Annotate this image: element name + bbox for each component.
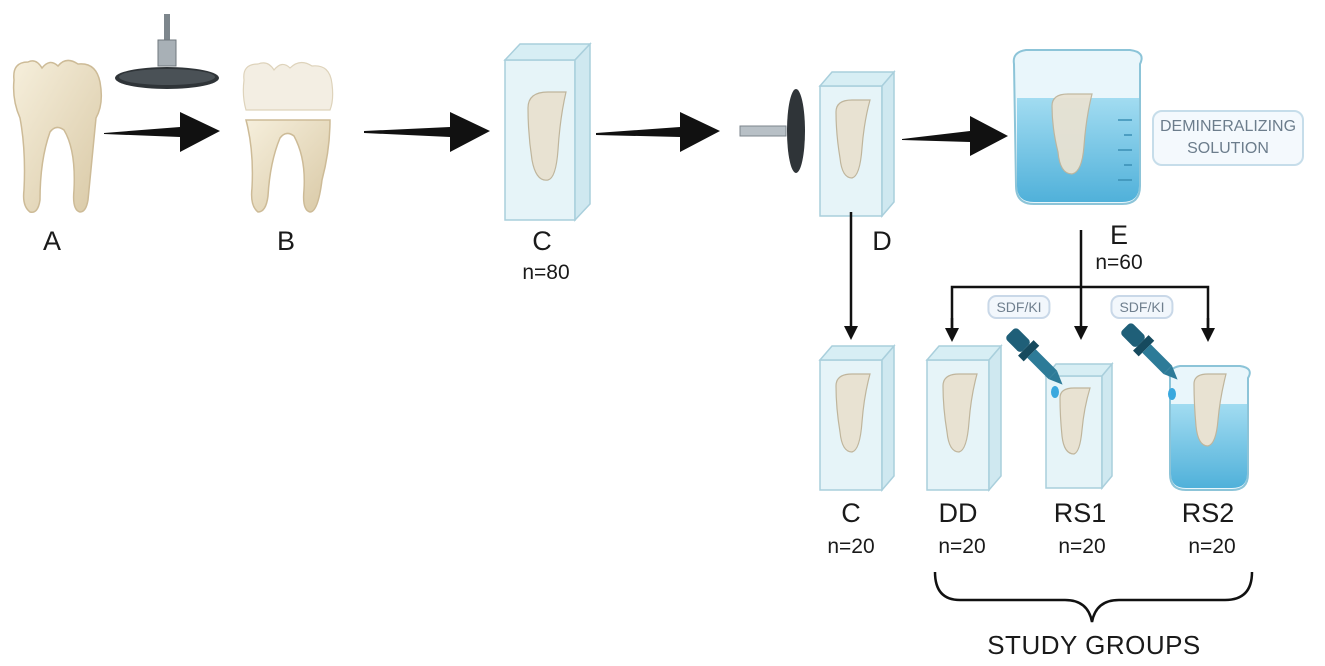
side-disc-icon <box>739 89 805 173</box>
dropper-icon-rs2 <box>1121 323 1178 400</box>
reagent-tag-rs2: SDF/KI <box>1110 295 1174 319</box>
beaker-icon <box>1012 49 1143 205</box>
cutting-disc-icon <box>115 14 219 89</box>
group-count-rs2: n=20 <box>1188 535 1236 558</box>
group-count-dd: n=20 <box>938 535 986 558</box>
resin-block-c <box>503 42 592 222</box>
branch-lines <box>844 212 1215 342</box>
step-label-d: D <box>872 226 892 256</box>
group-label-c: C <box>841 498 861 528</box>
demineralizing-solution-label: DEMINERALIZING SOLUTION <box>1152 110 1304 166</box>
resin-block-group-dd <box>925 343 1003 493</box>
step-label-b: B <box>276 226 296 256</box>
study-groups-brace <box>933 571 1254 623</box>
step-label-e: E <box>1109 220 1129 250</box>
solution-line-2: SOLUTION <box>1187 140 1269 157</box>
group-label-rs2: RS2 <box>1181 498 1235 528</box>
resin-block-d <box>818 69 896 219</box>
step-count-c: n=80 <box>522 261 570 284</box>
resin-block-group-c <box>818 343 896 493</box>
process-arrows <box>104 112 1008 156</box>
step-label-a: A <box>42 226 62 256</box>
group-label-rs1: RS1 <box>1053 498 1107 528</box>
beaker-icon-rs2 <box>1168 365 1251 491</box>
group-label-dd: DD <box>938 498 978 528</box>
solution-line-1: DEMINERALIZING <box>1160 118 1297 135</box>
resin-block-group-rs1 <box>1044 361 1114 491</box>
group-count-c: n=20 <box>827 535 875 558</box>
study-groups-label: STUDY GROUPS <box>987 630 1201 660</box>
step-label-c: C <box>532 226 552 256</box>
reagent-tag-rs1: SDF/KI <box>987 295 1051 319</box>
group-count-rs1: n=20 <box>1058 535 1106 558</box>
step-count-e: n=60 <box>1095 251 1143 274</box>
dropper-icon-rs1 <box>1006 328 1063 398</box>
molar-tooth-icon <box>12 59 103 213</box>
sectioned-tooth-icon <box>238 61 338 213</box>
